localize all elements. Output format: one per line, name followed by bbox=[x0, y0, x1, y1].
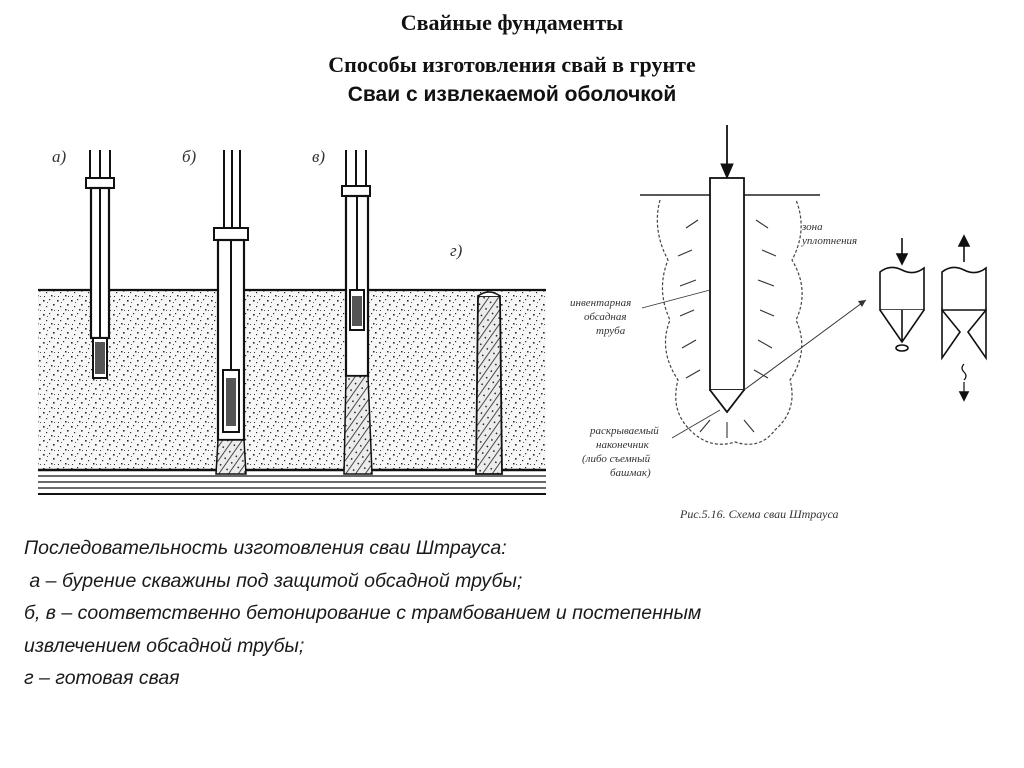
compaction-arrows bbox=[677, 219, 777, 438]
label-tip-2: наконечник bbox=[596, 439, 650, 451]
stage-b-concreting bbox=[213, 150, 249, 475]
soil-layer bbox=[38, 290, 546, 470]
strauss-pile-sequence-figure: а) б) в) г) bbox=[38, 147, 546, 495]
page-title: Свайные фундаменты bbox=[400, 10, 624, 35]
stage-label-g: г) bbox=[450, 241, 463, 260]
caption-line-1: Последовательность изготовления сваи Штр… bbox=[24, 537, 507, 559]
tip-detail-closed bbox=[879, 238, 925, 352]
stage-v-extraction bbox=[341, 150, 373, 475]
strauss-pile-scheme-figure: зона уплотнения инвентарная обсадная тру… bbox=[570, 125, 987, 521]
label-compaction-zone-2: уплотнения bbox=[801, 235, 857, 247]
label-casing-pipe-3: труба bbox=[596, 325, 626, 337]
page-subtitle: Способы изготовления свай в грунте bbox=[328, 52, 696, 77]
figure-caption: Рис.5.16. Схема сваи Штрауса bbox=[679, 507, 839, 521]
casing-pipe bbox=[709, 177, 745, 391]
caption-line-5: г – готовая свая bbox=[24, 667, 180, 689]
sequence-description: Последовательность изготовления сваи Штр… bbox=[24, 532, 1004, 695]
caption-line-4: извлечением обсадной трубы; bbox=[24, 634, 305, 657]
bearing-layer bbox=[38, 468, 546, 495]
load-arrow bbox=[720, 125, 734, 180]
label-tip-4: башмак) bbox=[610, 467, 651, 479]
label-tip-1: раскрываемый bbox=[589, 425, 659, 437]
label-compaction-zone-1: зона bbox=[801, 221, 823, 233]
stage-label-a: а) bbox=[52, 147, 67, 166]
section-title: Сваи с извлекаемой оболочкой bbox=[347, 83, 677, 106]
tip-detail-opened bbox=[941, 234, 987, 402]
label-casing-pipe-1: инвентарная bbox=[570, 297, 631, 309]
stage-label-v: в) bbox=[312, 147, 325, 166]
stage-g-finished-pile bbox=[475, 291, 503, 475]
label-casing-pipe-2: обсадная bbox=[584, 311, 626, 323]
caption-line-2: а – бурение скважины под защитой обсадно… bbox=[24, 569, 523, 592]
stage-a-drilling bbox=[85, 150, 115, 379]
compaction-zone-boundary bbox=[656, 199, 803, 445]
label-tip-3: (либо съемный bbox=[582, 453, 651, 465]
stage-label-b: б) bbox=[182, 147, 197, 166]
caption-line-3: б, в – соответственно бетонирование с тр… bbox=[24, 602, 702, 624]
